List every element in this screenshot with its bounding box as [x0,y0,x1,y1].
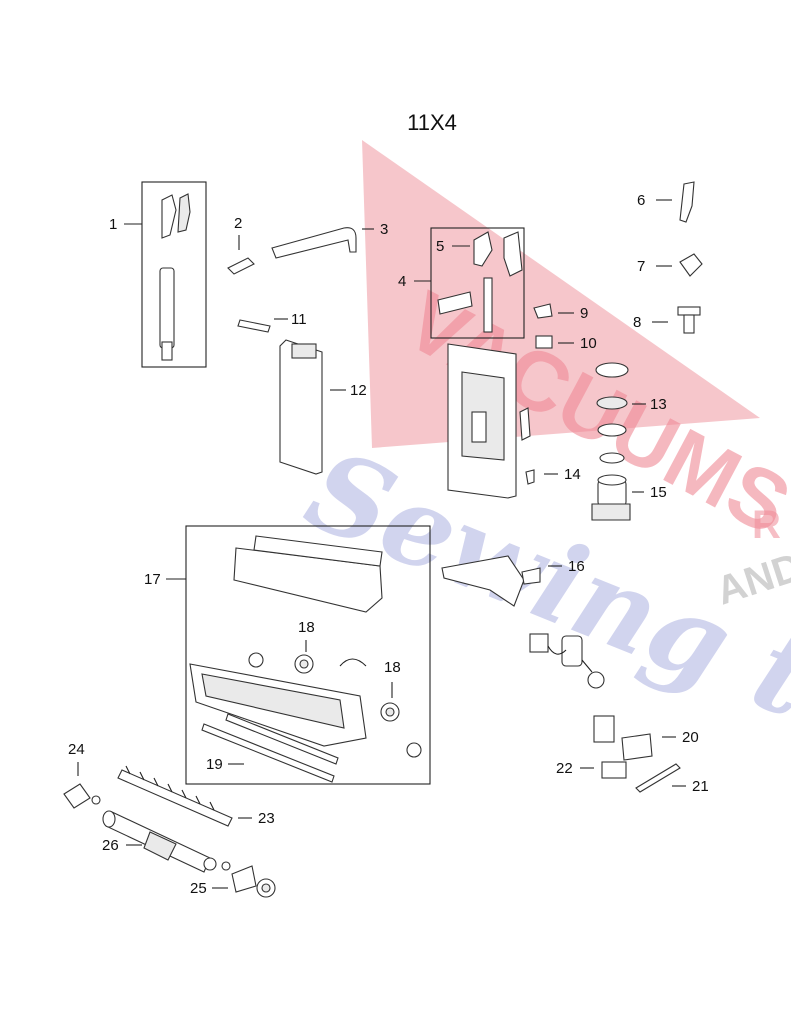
part-26-brushroll [102,810,217,873]
part-2-connector [227,235,255,275]
callout-26: 26 [102,837,119,854]
callout-14: 14 [564,466,581,483]
callout-7: 7 [637,258,645,275]
callout-15: 15 [650,484,667,501]
part-10-clip [535,335,574,349]
callout-12: 12 [350,382,367,399]
part-21-belt [635,763,686,793]
callout-8: 8 [633,314,641,331]
part-20-switch [593,715,676,761]
body-housing [447,343,531,499]
part-1-handle-assembly [124,181,207,368]
part-6-crevice-tool [656,181,695,223]
callout-9: 9 [580,305,588,322]
part-22-terminal [580,761,627,779]
wheels-extra [248,652,422,758]
callout-3: 3 [380,221,388,238]
callout-24: 24 [68,741,85,758]
callout-23: 23 [258,810,275,827]
callout-20: 20 [682,729,699,746]
callout-11: 11 [291,311,307,328]
part-23-brush-strip [117,765,252,827]
callout-1: 1 [109,216,117,233]
diagram-title: 11X4 [407,110,457,135]
part-15-motor [591,474,644,521]
part-11-strip [237,318,288,333]
callout-2: 2 [234,215,242,232]
callout-5: 5 [436,238,444,255]
callout-25: 25 [190,880,207,897]
part-17-hood-assembly [166,525,431,785]
callout-17: 17 [144,571,161,588]
part-3-wand [271,227,374,259]
drive-assembly [529,633,605,689]
callout-16: 16 [568,558,585,575]
callout-6: 6 [637,192,645,209]
part-7-adapter [656,253,703,277]
part-25-bearing-plate [212,861,276,898]
callout-18a: 18 [298,619,315,636]
part-13-filter-stack [595,362,646,464]
part-16-base-plate [441,555,562,607]
part-9-clip [533,303,574,319]
part-12-front-cover [279,339,346,475]
part-14-pin [525,469,558,485]
callout-22: 22 [556,760,573,777]
watermark-suffix-1: R [752,503,781,547]
callout-labels: 1 2 3 4 5 6 7 8 9 10 11 12 13 14 15 16 1… [68,192,709,897]
part-18-wheel-right [380,682,400,722]
part-24-end-cap [63,762,101,809]
part-4-bracket-set [414,227,525,339]
callout-21: 21 [692,778,709,795]
callout-10: 10 [580,335,597,352]
part-18-wheel-left [294,640,314,674]
part-8-brush-tool [652,306,701,334]
callout-13: 13 [650,396,667,413]
callout-19: 19 [206,756,223,773]
callout-4: 4 [398,273,406,290]
watermark: VACUUMS Sewing too R AND [290,140,791,798]
callout-18b: 18 [384,659,401,676]
part-19-bumper-strip [201,713,339,783]
